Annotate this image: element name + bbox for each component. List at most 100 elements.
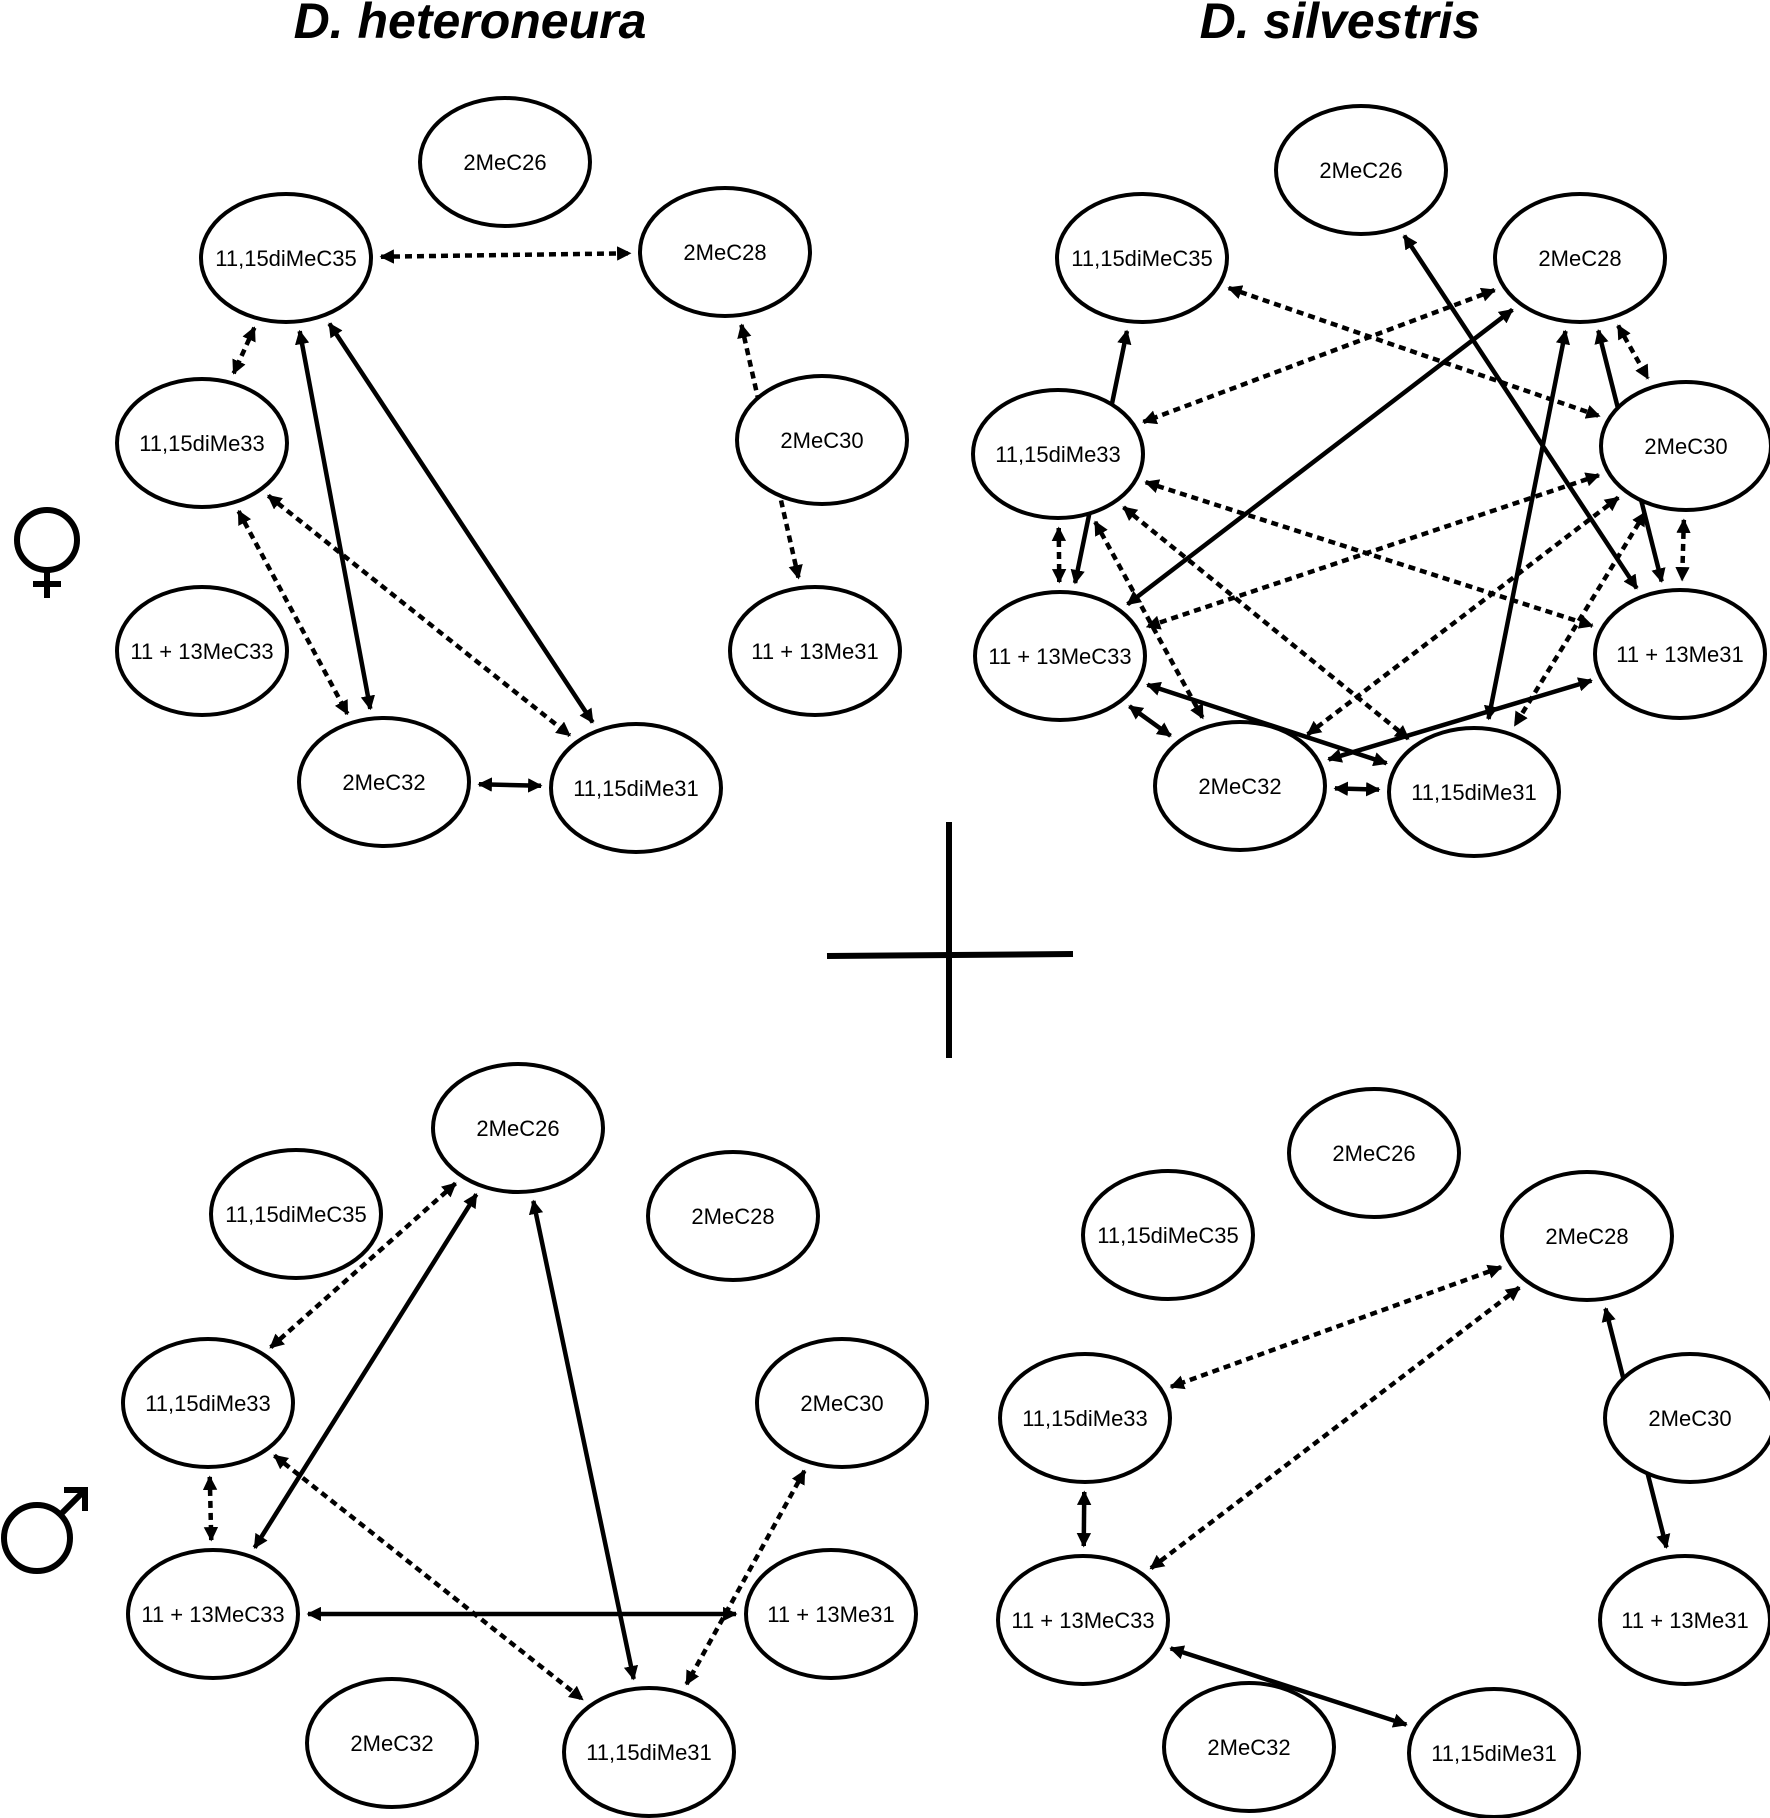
node-11-15dime31: 11,15diMe31 xyxy=(549,722,723,854)
node-label: 11,15diMe31 xyxy=(573,776,699,801)
node-2mec32: 2MeC32 xyxy=(1162,1681,1336,1813)
node-label: 11,15diMe33 xyxy=(995,442,1121,467)
node-11-15dimec35: 11,15diMeC35 xyxy=(1055,192,1229,324)
edge-solid-2mec32-to-11-15dime31 xyxy=(477,777,543,793)
node-2mec26: 2MeC26 xyxy=(431,1062,605,1194)
edge-dashed-2mec28-to-11plus13me31 xyxy=(737,323,803,580)
node-11-15dimec35: 11,15diMeC35 xyxy=(209,1148,383,1280)
node-ellipse xyxy=(996,1554,1170,1686)
node-11-15dime31: 11,15diMe31 xyxy=(1387,726,1561,858)
node-label: 2MeC28 xyxy=(1545,1224,1628,1249)
node-label: 2MeC28 xyxy=(691,1204,774,1229)
edge-dashed-11-15dimec35-to-2mec28 xyxy=(379,246,632,264)
female-symbol-icon xyxy=(14,507,80,598)
node-ellipse xyxy=(1603,1352,1770,1484)
node-label: 2MeC26 xyxy=(1332,1141,1415,1166)
node-ellipse xyxy=(744,1548,918,1680)
male-symbol-icon xyxy=(1,1487,88,1574)
edge-solid-11plus13me31-to-2mec32 xyxy=(1327,677,1593,763)
edge-dashed-2mec30-to-11-15dime31 xyxy=(684,1469,807,1686)
node-2mec30: 2MeC30 xyxy=(1599,380,1770,512)
node-label: 11 + 13MeC33 xyxy=(988,644,1131,669)
node-label: 2MeC26 xyxy=(463,150,546,175)
title-left-species: D. heteroneura xyxy=(294,0,647,49)
edge-solid-11-15dime33-to-11plus13mec33 xyxy=(1076,1490,1092,1548)
node-ellipse xyxy=(1599,380,1770,512)
edge-dashed-2mec28-to-11plus13mec33 xyxy=(1149,1285,1521,1571)
edge-dashed-2mec28-to-11-15dime33 xyxy=(1142,287,1496,425)
node-11plus13mec33: 11 + 13MeC33 xyxy=(126,1548,300,1680)
node-11-15dime33: 11,15diMe33 xyxy=(998,1352,1172,1484)
node-11plus13me31: 11 + 13Me31 xyxy=(1593,588,1767,720)
node-label: 11,15diMe33 xyxy=(1022,1406,1148,1431)
node-ellipse xyxy=(115,377,289,509)
edge-dashed-11-15dime33-to-11plus13mec33 xyxy=(1051,526,1067,584)
edge-dashed-11-15dimec35-to-11-15dime33 xyxy=(231,326,257,375)
node-11plus13me31: 11 + 13Me31 xyxy=(728,585,902,717)
node-label: 11,15diMeC35 xyxy=(1097,1223,1238,1248)
node-label: 11 + 13MeC33 xyxy=(1011,1608,1154,1633)
node-label: 11,15diMe33 xyxy=(139,431,265,456)
node-ellipse xyxy=(126,1548,300,1680)
node-2mec32: 2MeC32 xyxy=(297,716,471,848)
node-ellipse xyxy=(1162,1681,1336,1813)
panel-silvestris-male: 2MeC26 11,15diMeC35 2MeC28 11,15diMe33 2MeC3… xyxy=(996,1087,1770,1818)
node-ellipse xyxy=(297,716,471,848)
node-ellipse xyxy=(638,186,812,318)
node-11-15dimec35: 11,15diMeC35 xyxy=(199,192,373,324)
edge-dashed-2mec30-to-11plus13me31 xyxy=(1675,518,1691,582)
node-11plus13me31: 11 + 13Me31 xyxy=(744,1548,918,1680)
edge-dashed-2mec30-to-2mec32 xyxy=(1306,495,1620,737)
node-label: 2MeC32 xyxy=(1198,774,1281,799)
node-label: 11 + 13MeC33 xyxy=(130,639,273,664)
node-ellipse xyxy=(549,722,723,854)
cross-divider xyxy=(826,822,1074,1058)
node-label: 2MeC28 xyxy=(683,240,766,265)
edge-dashed-2mec28-to-2mec30 xyxy=(1616,324,1650,380)
node-ellipse xyxy=(646,1150,820,1282)
edge-solid-11plus13mec33-to-11-15dime31 xyxy=(1169,1645,1408,1728)
edge-dashed-11-15dime33-to-11plus13mec33 xyxy=(202,1475,219,1542)
node-label: 11 + 13Me31 xyxy=(751,639,878,664)
node-label: 2MeC26 xyxy=(1319,158,1402,183)
node-ellipse xyxy=(209,1148,383,1280)
edge-solid-2mec32-to-11-15dime31 xyxy=(1333,781,1381,797)
edge-dashed-11-15dime33-to-11-15dime31 xyxy=(266,493,572,738)
node-11-15dime33: 11,15diMe33 xyxy=(121,1337,295,1469)
node-label: 11 + 13Me31 xyxy=(767,1602,894,1627)
node-ellipse xyxy=(1493,192,1667,324)
edge-solid-11-15dimec35-to-11-15dime31 xyxy=(327,322,595,724)
edge-solid-11plus13mec33-to-2mec32 xyxy=(1128,704,1172,738)
node-2mec28: 2MeC28 xyxy=(638,186,812,318)
node-label: 11,15diMeC35 xyxy=(215,246,356,271)
node-11-15dimec35: 11,15diMeC35 xyxy=(1081,1169,1255,1301)
node-11-15dime33: 11,15diMe33 xyxy=(971,388,1145,520)
node-ellipse xyxy=(1407,1687,1581,1818)
node-ellipse xyxy=(199,192,373,324)
node-label: 2MeC30 xyxy=(800,1391,883,1416)
node-11-15dime31: 11,15diMe31 xyxy=(1407,1687,1581,1818)
node-ellipse xyxy=(1153,720,1327,852)
node-2mec28: 2MeC28 xyxy=(1493,192,1667,324)
node-label: 11,15diMeC35 xyxy=(1071,246,1212,271)
node-ellipse xyxy=(121,1337,295,1469)
node-2mec32: 2MeC32 xyxy=(305,1677,479,1809)
node-2mec30: 2MeC30 xyxy=(1603,1352,1770,1484)
node-label: 2MeC30 xyxy=(780,428,863,453)
node-2mec26: 2MeC26 xyxy=(1274,104,1448,236)
node-ellipse xyxy=(971,388,1145,520)
node-ellipse xyxy=(1500,1170,1674,1302)
node-ellipse xyxy=(115,585,289,717)
edge-solid-11-15dimec35-to-2mec32 xyxy=(294,329,376,711)
node-ellipse xyxy=(973,590,1147,722)
node-label: 11,15diMe31 xyxy=(586,1740,712,1765)
node-ellipse xyxy=(431,1062,605,1194)
node-11plus13mec33: 11 + 13MeC33 xyxy=(973,590,1147,722)
edge-dashed-2mec30-to-11plus13mec33 xyxy=(1145,472,1601,630)
node-ellipse xyxy=(1274,104,1448,236)
edge-solid-2mec26-to-11-15dime31 xyxy=(528,1199,639,1681)
title-right-species: D. silvestris xyxy=(1200,0,1481,49)
node-11-15dime33: 11,15diMe33 xyxy=(115,377,289,509)
node-ellipse xyxy=(1387,726,1561,858)
node-label: 2MeC32 xyxy=(1207,1735,1290,1760)
